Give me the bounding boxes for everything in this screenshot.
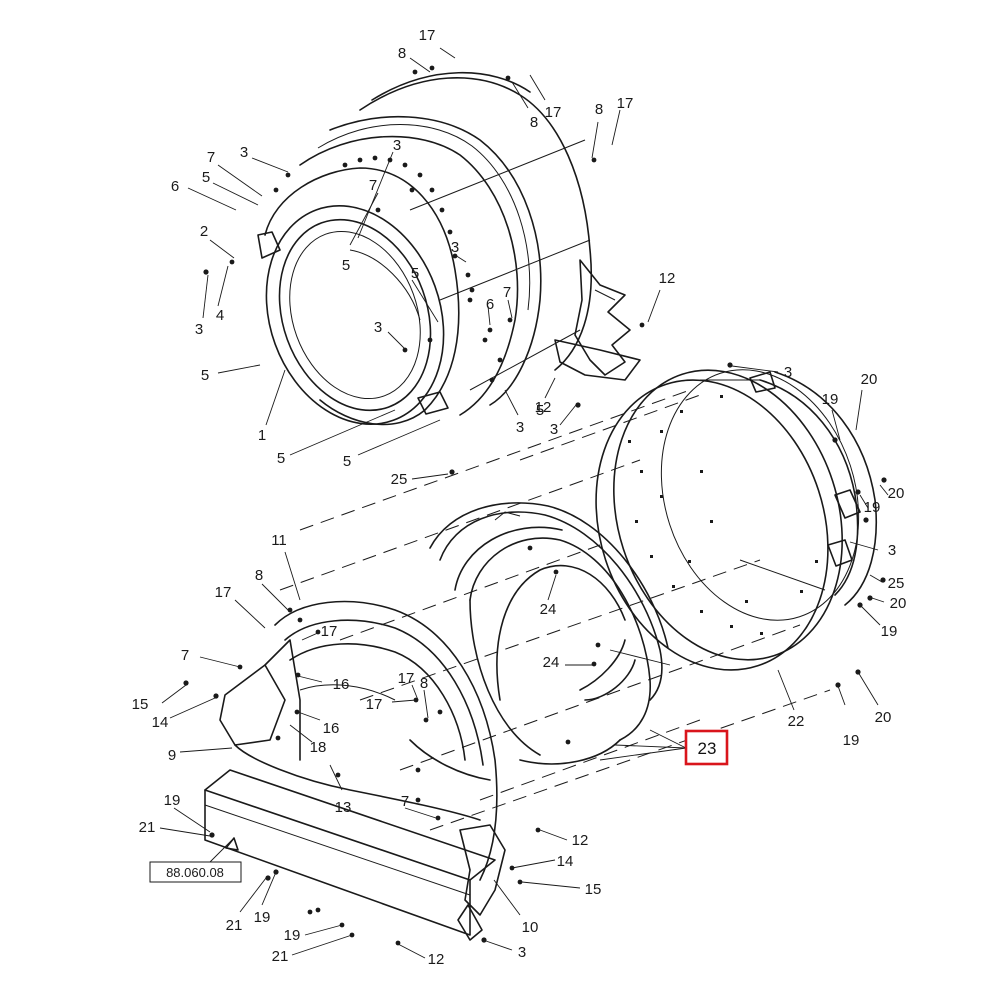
callout-label: 17: [419, 27, 436, 44]
leader-lines: [159, 47, 889, 959]
callout-label: 19: [284, 927, 301, 944]
reference-box[interactable]: 88.060.08: [149, 861, 242, 883]
callout-label: 21: [139, 819, 156, 836]
callout-label: 17: [398, 670, 415, 687]
callout-label: 8: [255, 567, 263, 584]
callout-label: 11: [271, 532, 287, 549]
callout-label: 3: [393, 137, 401, 154]
reference-arrow: [225, 837, 239, 851]
callout-label: 3: [451, 239, 459, 256]
callout-label: 3: [240, 144, 248, 161]
callout-label: 5: [277, 450, 285, 467]
callout-label: 5: [202, 169, 210, 186]
callout-label: 5: [342, 257, 350, 274]
callout-label: 17: [617, 95, 634, 112]
callout-label: 3: [888, 542, 896, 559]
callout-label: 19: [254, 909, 271, 926]
callout-label: 8: [530, 114, 538, 131]
callout-label: 17: [215, 584, 232, 601]
callout-label: 17: [545, 104, 562, 121]
upper-drum-housing: [203, 65, 645, 426]
callout-label: 13: [335, 799, 352, 816]
callout-label: 15: [132, 696, 149, 713]
highlighted-callout[interactable]: 23: [684, 729, 729, 766]
callout-label: 3: [195, 321, 203, 338]
callout-label: 9: [168, 747, 176, 764]
spiral-segments: [429, 469, 669, 765]
callout-label: 20: [861, 371, 878, 388]
callout-label: 20: [875, 709, 892, 726]
callout-label: 17: [321, 623, 338, 640]
callout-label: 8: [420, 675, 428, 692]
callout-label: 25: [391, 471, 408, 488]
callout-label: 4: [216, 307, 224, 324]
callout-label: 20: [888, 485, 905, 502]
callout-label: 6: [486, 296, 494, 313]
callout-label: 24: [540, 601, 557, 618]
callout-label: 7: [181, 647, 189, 664]
callout-label: 14: [557, 853, 574, 870]
callout-label: 5: [201, 367, 209, 384]
callout-label: 2: [200, 223, 208, 240]
callout-label: 5: [536, 402, 544, 419]
housing-bolts: [203, 65, 645, 408]
callout-label: 10: [522, 919, 539, 936]
right-ring-assembly: [595, 362, 887, 688]
reference-label: 88.060.08: [166, 865, 224, 880]
callout-label: 19: [881, 623, 898, 640]
callout-label: 21: [226, 917, 243, 934]
lower-housing-assembly: [183, 600, 541, 946]
callout-label: 3: [550, 421, 558, 438]
callout-label: 12: [659, 270, 676, 287]
callout-label: 5: [343, 453, 351, 470]
callout-label: 7: [369, 177, 377, 194]
callout-label: 15: [585, 881, 602, 898]
callout-label: 18: [310, 739, 327, 756]
highlight-box: [684, 729, 729, 766]
callout-label: 5: [411, 265, 419, 282]
callout-label: 19: [822, 391, 839, 408]
reference-box-frame: [149, 861, 242, 883]
highlight-label: 23: [698, 739, 717, 758]
callout-label: 21: [272, 948, 289, 965]
callout-label: 3: [518, 944, 526, 961]
callout-label: 7: [207, 149, 215, 166]
callout-label: 16: [323, 720, 340, 737]
callout-label: 22: [788, 713, 805, 730]
callout-label: 7: [503, 284, 511, 301]
callout-label: 7: [401, 793, 409, 810]
callout-label: 12: [535, 399, 552, 416]
callout-label: 8: [595, 101, 603, 118]
callout-label: 14: [152, 714, 169, 731]
callout-label: 20: [890, 595, 907, 612]
callout-label: 12: [572, 832, 589, 849]
callout-label: 17: [366, 696, 383, 713]
ring-holes: [628, 395, 818, 635]
callout-label: 12: [428, 951, 445, 968]
callout-label: 6: [171, 178, 179, 195]
callout-labels: 17 8 8 17 8 17 3 7 3 6 5 7 2 5 3 4 3 5 5…: [132, 27, 907, 968]
callout-label: 3: [516, 419, 524, 436]
callout-label: 25: [888, 575, 905, 592]
callout-label: 19: [164, 792, 181, 809]
alignment-lines: [279, 389, 831, 831]
callout-label: 19: [864, 499, 881, 516]
callout-label: 3: [784, 364, 792, 381]
callout-label: 8: [398, 45, 406, 62]
callout-label: 1: [258, 427, 266, 444]
callout-label: 24: [543, 654, 560, 671]
callout-label: 3: [374, 319, 382, 336]
callout-label: 16: [333, 676, 350, 693]
callout-label: 19: [843, 732, 860, 749]
